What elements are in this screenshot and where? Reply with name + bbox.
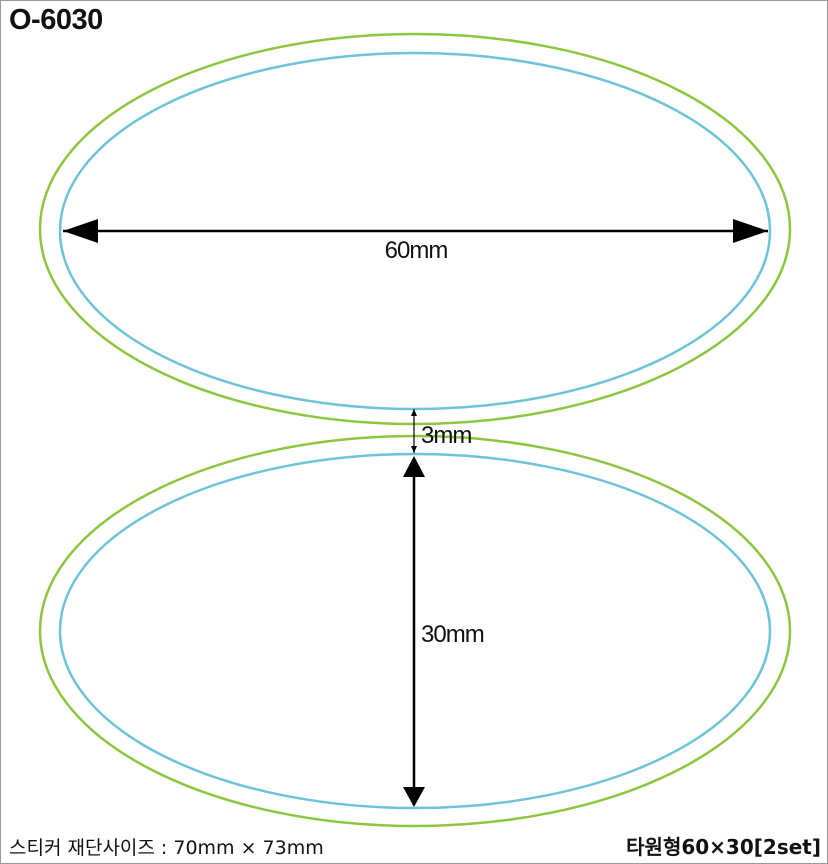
gap-arrow-up-icon xyxy=(411,409,417,416)
bottom-oval-cut-line xyxy=(38,434,792,828)
top-oval-safe-line xyxy=(58,51,772,411)
cut-size-label: 스티커 재단사이즈 : 70mm × 73mm xyxy=(9,837,324,859)
gap-dimension: 3mm xyxy=(411,409,472,453)
height-dimension: 30mm xyxy=(403,456,485,807)
width-arrow-left-icon xyxy=(63,219,98,243)
height-arrow-up-icon xyxy=(403,456,425,477)
height-dimension-label: 30mm xyxy=(421,621,484,648)
bottom-oval-safe-line xyxy=(58,452,772,810)
height-arrow-down-icon xyxy=(403,787,425,807)
gap-dimension-label: 3mm xyxy=(421,422,471,449)
width-dimension-label: 60mm xyxy=(385,237,448,264)
template-code-title: O-6030 xyxy=(9,4,103,36)
product-name-label: 타원형60×30[2set] xyxy=(626,835,821,859)
width-arrow-right-icon xyxy=(733,219,768,243)
gap-arrow-down-icon xyxy=(411,446,417,453)
top-oval-cut-line xyxy=(38,32,792,426)
width-dimension: 60mm xyxy=(63,219,768,264)
